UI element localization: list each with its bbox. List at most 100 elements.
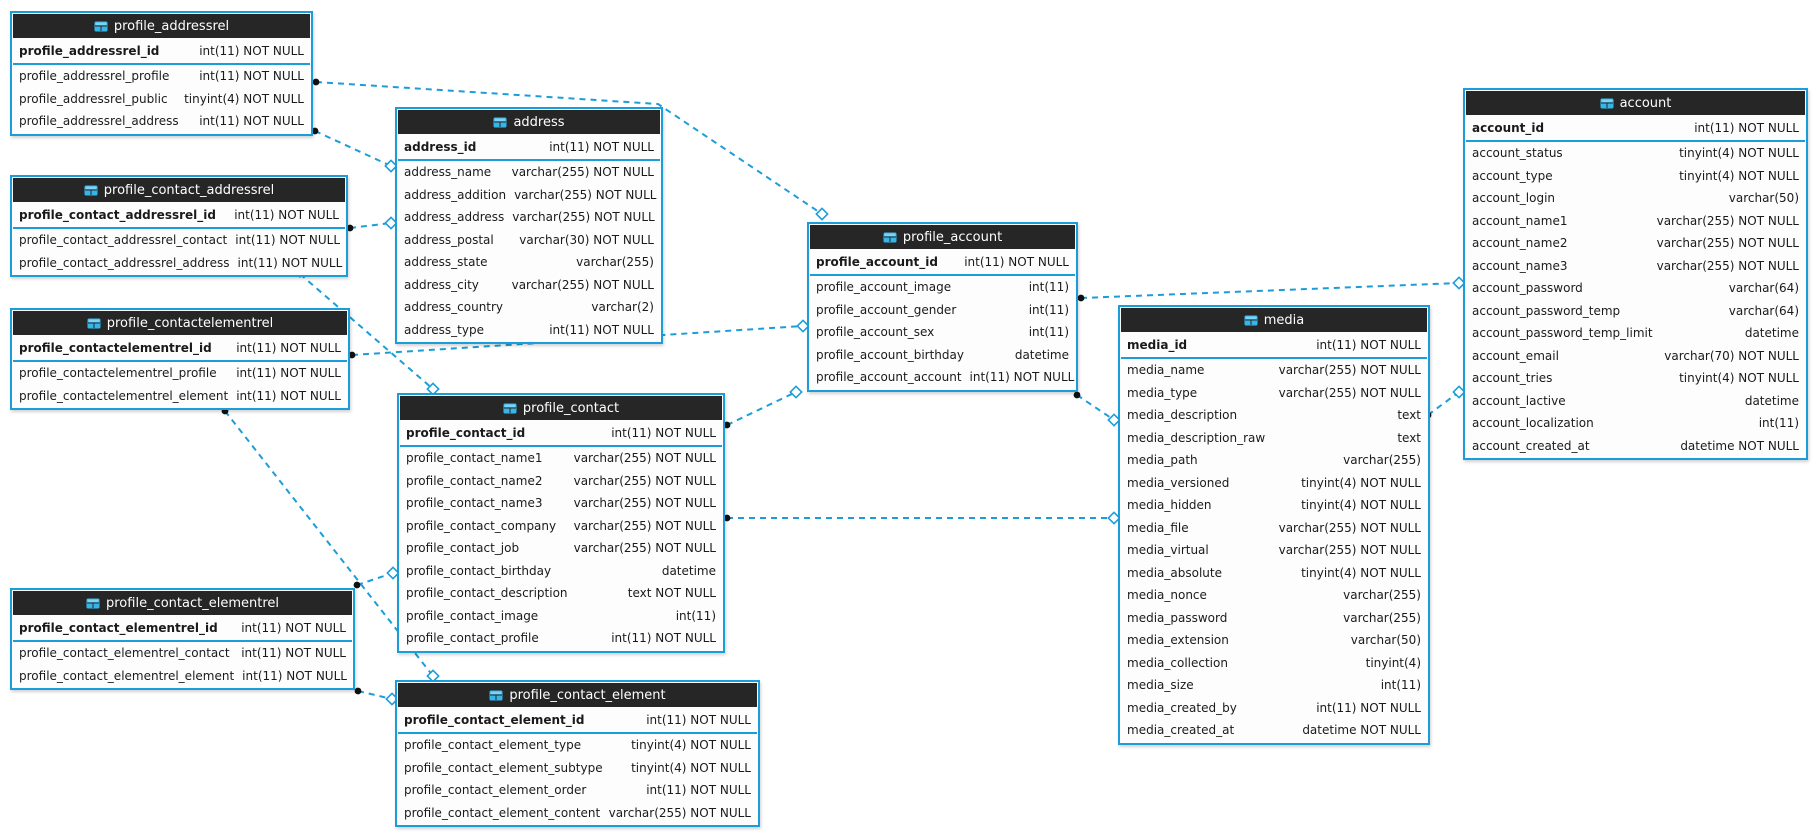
column-type: int(11) NOT NULL (199, 43, 304, 58)
table-header[interactable]: profile_contact_element (398, 683, 757, 707)
table-row: address_type int(11) NOT NULL (398, 318, 660, 341)
table-row: profile_addressrel_public tinyint(4) NOT … (13, 87, 310, 110)
relationship-profile_contact-to-profile_account[interactable] (723, 385, 803, 429)
column-name: account_name2 (1472, 236, 1568, 251)
relationship-profile_contact-to-media[interactable] (723, 511, 1121, 525)
table-header[interactable]: profile_contact (400, 396, 722, 420)
column-type: text (1397, 408, 1421, 423)
column-name: address_type (404, 322, 484, 337)
column-type: varchar(255) NOT NULL (514, 187, 657, 202)
relationship-media-to-account[interactable] (1424, 385, 1466, 419)
table-grid-icon (489, 690, 503, 701)
column-type: int(11) NOT NULL (235, 233, 341, 248)
column-name: profile_contact_elementrel_element (19, 668, 235, 683)
relationship-profile_contact_elementrel-to-profile_contact[interactable] (353, 566, 400, 589)
relationship-dot-end (723, 514, 731, 522)
column-name: media_created_by (1127, 700, 1237, 715)
entity-table-profile_contact_elementrel[interactable]: profile_contact_elementrel profile_contac… (10, 588, 355, 690)
table-header[interactable]: profile_contactelementrel (13, 311, 347, 335)
column-name: account_type (1472, 168, 1553, 183)
relationship-profile_contact_elementrel-to-profile_contact_element[interactable] (354, 687, 399, 706)
column-name: profile_contact_profile (406, 631, 539, 646)
relationship-profile_addressrel-to-profile_account[interactable] (312, 78, 829, 221)
column-name: profile_contact_image (406, 608, 539, 623)
relationship-profile_account-to-media[interactable] (1073, 391, 1121, 427)
column-name: profile_contactelementrel_element (19, 388, 229, 403)
column-type: tinyint(4) NOT NULL (631, 760, 751, 775)
column-name: account_tries (1472, 371, 1553, 386)
column-type: tinyint(4) NOT NULL (1301, 498, 1421, 513)
column-type: tinyint(4) NOT NULL (184, 91, 304, 106)
column-name: profile_contact_birthday (406, 563, 552, 578)
entity-table-profile_contact[interactable]: profile_contact profile_contact_id int(11)… (397, 393, 725, 653)
column-name: account_password_temp (1472, 303, 1621, 318)
entity-table-profile_contact_element[interactable]: profile_contact_element profile_contact_e… (395, 680, 760, 827)
column-name: media_collection (1127, 655, 1228, 670)
entity-table-profile_contactelementrel[interactable]: profile_contactelementrel profile_contact… (10, 308, 350, 410)
table-header[interactable]: address (398, 110, 660, 134)
table-title: profile_contact_element (509, 687, 666, 703)
column-name: address_state (404, 255, 488, 270)
column-name: profile_account_birthday (816, 347, 964, 362)
relationship-profile_account-to-account[interactable] (1077, 276, 1466, 302)
column-type: varchar(255) (1343, 453, 1421, 468)
column-type: varchar(255) (576, 255, 654, 270)
table-title: account (1619, 95, 1672, 111)
column-name: profile_contact_id (406, 425, 526, 440)
column-name: media_size (1127, 678, 1194, 693)
column-type: int(11) (1028, 325, 1069, 340)
column-type: int(11) NOT NULL (237, 255, 343, 270)
relationship-diamond-end (1452, 276, 1466, 290)
table-header[interactable]: profile_addressrel (13, 14, 310, 38)
table-title: media (1263, 312, 1305, 328)
column-type: int(11) NOT NULL (969, 370, 1075, 385)
table-header[interactable]: profile_contact_elementrel (13, 591, 352, 615)
column-type: varchar(255) NOT NULL (608, 805, 751, 820)
column-name: media_virtual (1127, 543, 1209, 558)
entity-table-profile_contact_addressrel[interactable]: profile_contact_addressrel profile_contac… (10, 175, 348, 277)
relationship-diamond-end (384, 216, 398, 230)
table-header[interactable]: profile_account (810, 225, 1075, 249)
column-type: tinyint(4) NOT NULL (1679, 146, 1799, 161)
column-type: int(11) NOT NULL (611, 425, 716, 440)
column-type: int(11) NOT NULL (549, 322, 654, 337)
column-type: varchar(50) (1350, 633, 1421, 648)
column-type: int(11) NOT NULL (646, 783, 751, 798)
relationship-profile_contact_addressrel-to-address[interactable] (346, 216, 398, 232)
relationship-profile_addressrel-to-address[interactable] (311, 127, 398, 173)
column-name: profile_account_account (816, 370, 962, 385)
column-type: varchar(50) (1728, 191, 1799, 206)
table-header[interactable]: account (1466, 91, 1805, 115)
column-name: profile_addressrel_public (19, 91, 168, 106)
table-header[interactable]: media (1121, 308, 1427, 332)
column-type: varchar(255) NOT NULL (511, 165, 654, 180)
column-name: profile_contact_addressrel_id (19, 207, 216, 222)
column-name: media_name (1127, 363, 1205, 378)
column-name: media_nonce (1127, 588, 1207, 603)
column-name: address_id (404, 139, 477, 154)
column-name: media_path (1127, 453, 1198, 468)
table-header[interactable]: profile_contact_addressrel (13, 178, 345, 202)
column-name: profile_contactelementrel_id (19, 340, 212, 355)
